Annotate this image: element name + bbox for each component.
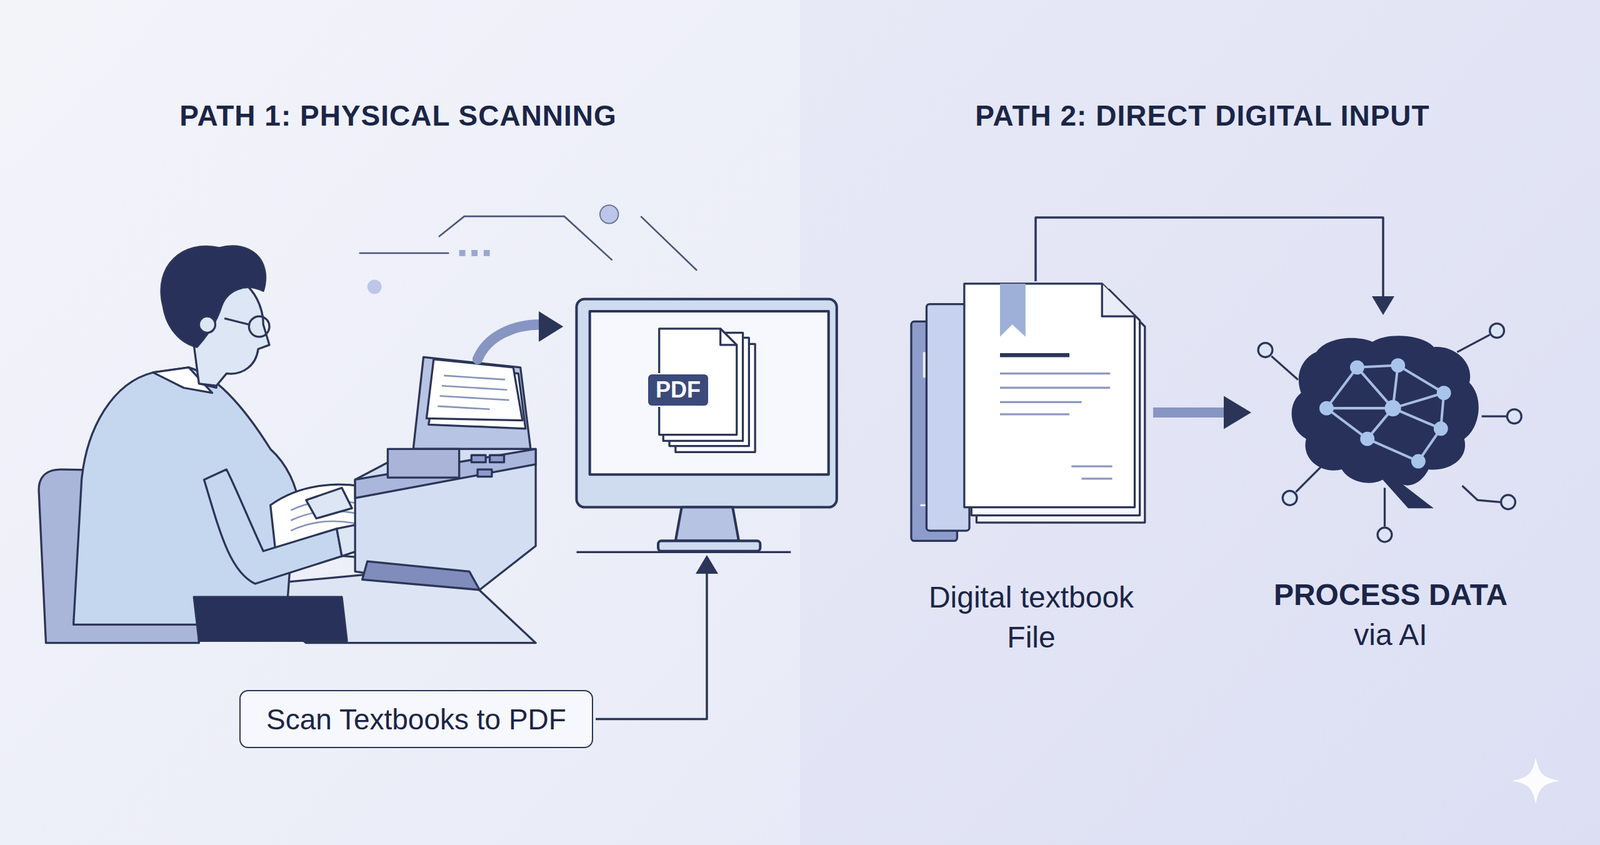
connector — [1153, 407, 1227, 418]
ai-node: PROCESS DATAvia AI — [1243, 312, 1538, 663]
textbook-stack — [911, 283, 1145, 541]
arrowhead — [1371, 296, 1395, 315]
node-caption: via AI — [1243, 615, 1538, 655]
monitor — [576, 298, 837, 552]
document-node: Digital textbook File — [900, 283, 1163, 659]
right-panel — [800, 0, 1600, 845]
scan-arrow-head — [538, 311, 564, 342]
ai-brain — [1258, 323, 1522, 542]
left-panel — [0, 0, 800, 845]
node-heading: PROCESS DATA — [1243, 575, 1538, 615]
panel-heading: PATH 1: PHYSICAL SCANNING — [179, 98, 617, 133]
scan-arrow — [477, 324, 541, 360]
scanner — [355, 356, 536, 590]
shape-area — [1255, 318, 1524, 544]
monitor-node: PDF — [576, 298, 837, 552]
node-caption: Digital textbook File — [906, 577, 1157, 658]
person-figure — [38, 246, 536, 644]
decoration-dot — [600, 205, 619, 224]
pdf-badge: PDF — [648, 374, 709, 406]
panel-heading: PATH 2: DIRECT DIGITAL INPUT — [975, 98, 1430, 133]
caption-group: PROCESS DATAvia AI — [1243, 575, 1538, 655]
connector — [1035, 217, 1384, 299]
box-text: Scan Textbooks to PDF — [266, 702, 567, 737]
caption-group: Digital textbook File — [900, 577, 1163, 658]
sparkle-mark — [1512, 757, 1560, 805]
decoration-dot — [367, 279, 382, 294]
shape-area — [911, 283, 1144, 542]
decoration — [359, 216, 697, 271]
arrowhead — [695, 555, 719, 574]
connector — [595, 571, 707, 720]
arrowhead — [1223, 396, 1252, 430]
process-box: Scan Textbooks to PDF — [239, 690, 594, 749]
